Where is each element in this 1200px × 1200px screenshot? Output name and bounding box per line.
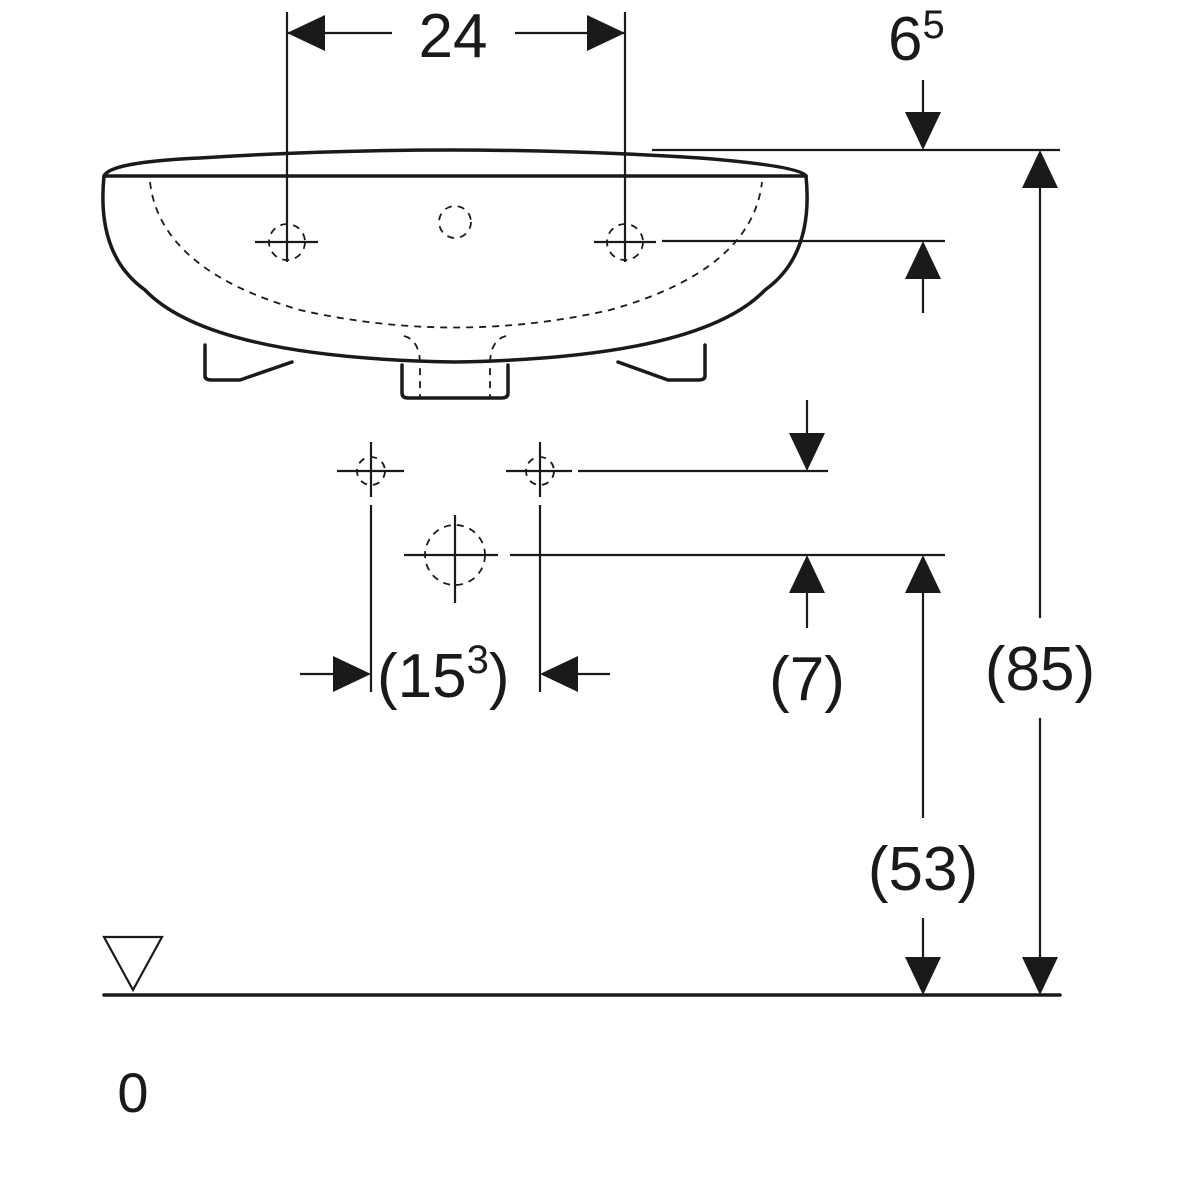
dimension-fixing-to-waste: (7) xyxy=(510,400,945,714)
floor-level-label: 0 xyxy=(117,1061,148,1124)
dimension-superscript-5: 5 xyxy=(922,3,944,47)
dimension-label-7: (7) xyxy=(769,645,845,714)
dimension-rim-thickness: 65 xyxy=(652,3,1060,313)
dimension-label-24: 24 xyxy=(419,2,488,71)
paren-close: ) xyxy=(489,642,510,711)
dimension-base-6: 6 xyxy=(888,5,922,74)
dimension-label-15-3: (153) xyxy=(377,638,510,711)
dimension-total-height: (85) xyxy=(985,150,1095,995)
dimension-tap-spacing: 24 xyxy=(285,2,627,262)
floor-level-marker: 0 xyxy=(102,935,1062,1124)
dimension-label-6-5: 65 xyxy=(888,3,945,74)
dimension-base-15: 15 xyxy=(398,642,467,711)
wall-fixing-right xyxy=(506,442,572,497)
dimension-fixing-spacing: (153) xyxy=(300,505,610,711)
wall-fixing-left xyxy=(337,442,404,497)
waste-outlet xyxy=(404,515,498,603)
washbasin-outline xyxy=(101,148,809,400)
dimension-waste-height: (53) xyxy=(868,555,978,995)
dimension-label-53: (53) xyxy=(868,835,978,904)
dimension-superscript-3: 3 xyxy=(467,638,489,682)
paren-open: ( xyxy=(377,642,398,711)
dimension-label-85: (85) xyxy=(985,635,1095,704)
